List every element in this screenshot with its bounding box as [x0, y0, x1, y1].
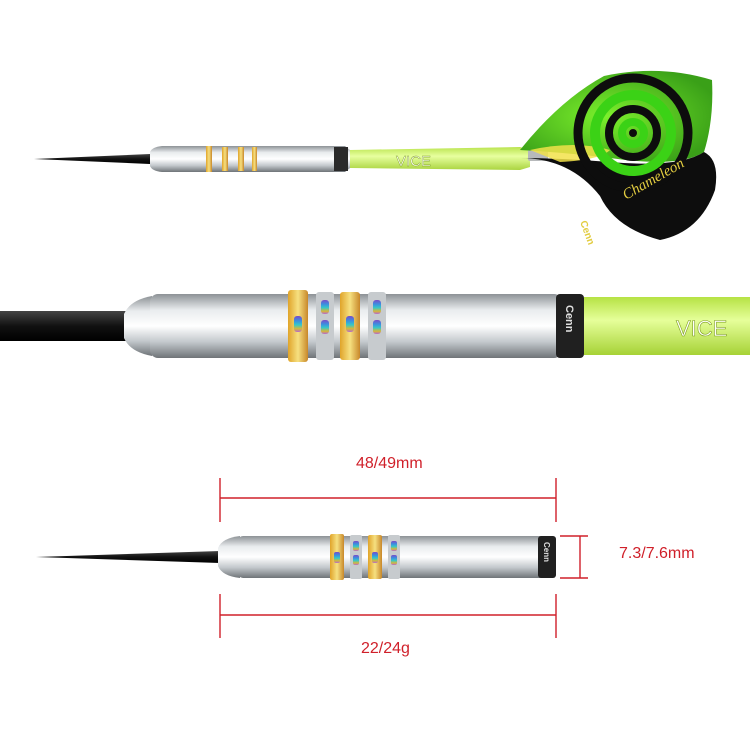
dart-flight: Chameleon Cenn — [520, 70, 717, 247]
dimension-lines — [219, 478, 588, 638]
dart-point — [34, 154, 150, 164]
diameter-label: 7.3/7.6mm — [619, 545, 695, 562]
length-label: 48/49mm — [356, 455, 423, 472]
zoomed-dart-point — [0, 311, 128, 341]
dart-shaft: VICE — [350, 147, 548, 170]
flight-brand-text: Cenn — [577, 219, 596, 246]
full-dart: VICE Chameleon Cenn — [34, 70, 717, 247]
bottom-dart-point — [36, 551, 220, 563]
barrel-brand-text: Cenn — [563, 305, 575, 333]
shaft-brand-text: VICE — [396, 153, 431, 170]
dart-barrel — [150, 146, 350, 172]
zoomed-dart-barrel: Cenn — [150, 290, 584, 362]
bottom-barrel-brand-text: Cenn — [542, 542, 551, 562]
zoomed-dart: Cenn VICE — [0, 290, 750, 362]
weight-label: 22/24g — [361, 640, 410, 657]
dimensioned-barrel: Cenn — [36, 534, 556, 580]
zoomed-shaft-brand-text: VICE — [676, 316, 727, 341]
zoomed-dart-shaft: VICE — [584, 297, 750, 355]
